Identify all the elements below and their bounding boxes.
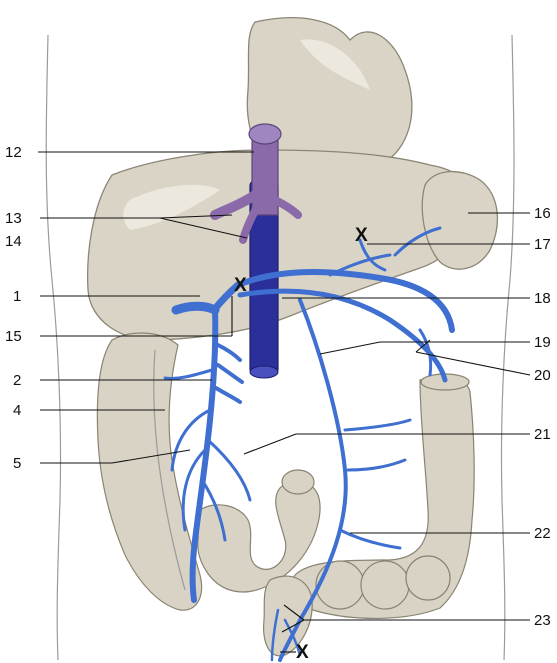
label-13: 13	[5, 210, 22, 227]
label-2: 2	[13, 372, 21, 389]
ascending-colon	[97, 333, 201, 610]
liver	[88, 150, 473, 340]
label-1: 1	[13, 288, 21, 305]
label-17: 17	[534, 236, 551, 253]
label-21: 21	[534, 426, 551, 443]
label-23: 23	[534, 612, 551, 629]
anastomosis-mark-gastric: X	[355, 225, 368, 246]
label-12: 12	[5, 144, 22, 161]
anastomosis-mark-rectal: X	[296, 642, 309, 663]
body-outline-right	[501, 35, 514, 660]
label-19: 19	[534, 334, 551, 351]
label-20: 20	[534, 367, 551, 384]
label-5: 5	[13, 455, 21, 472]
label-18: 18	[534, 290, 551, 307]
label-15: 15	[5, 328, 22, 345]
label-22: 22	[534, 525, 551, 542]
label-16: 16	[534, 205, 551, 222]
label-4: 4	[13, 402, 21, 419]
label-14: 14	[5, 233, 22, 250]
body-outline-left	[46, 35, 60, 660]
anastomosis-mark-hepatic: X	[234, 275, 247, 296]
